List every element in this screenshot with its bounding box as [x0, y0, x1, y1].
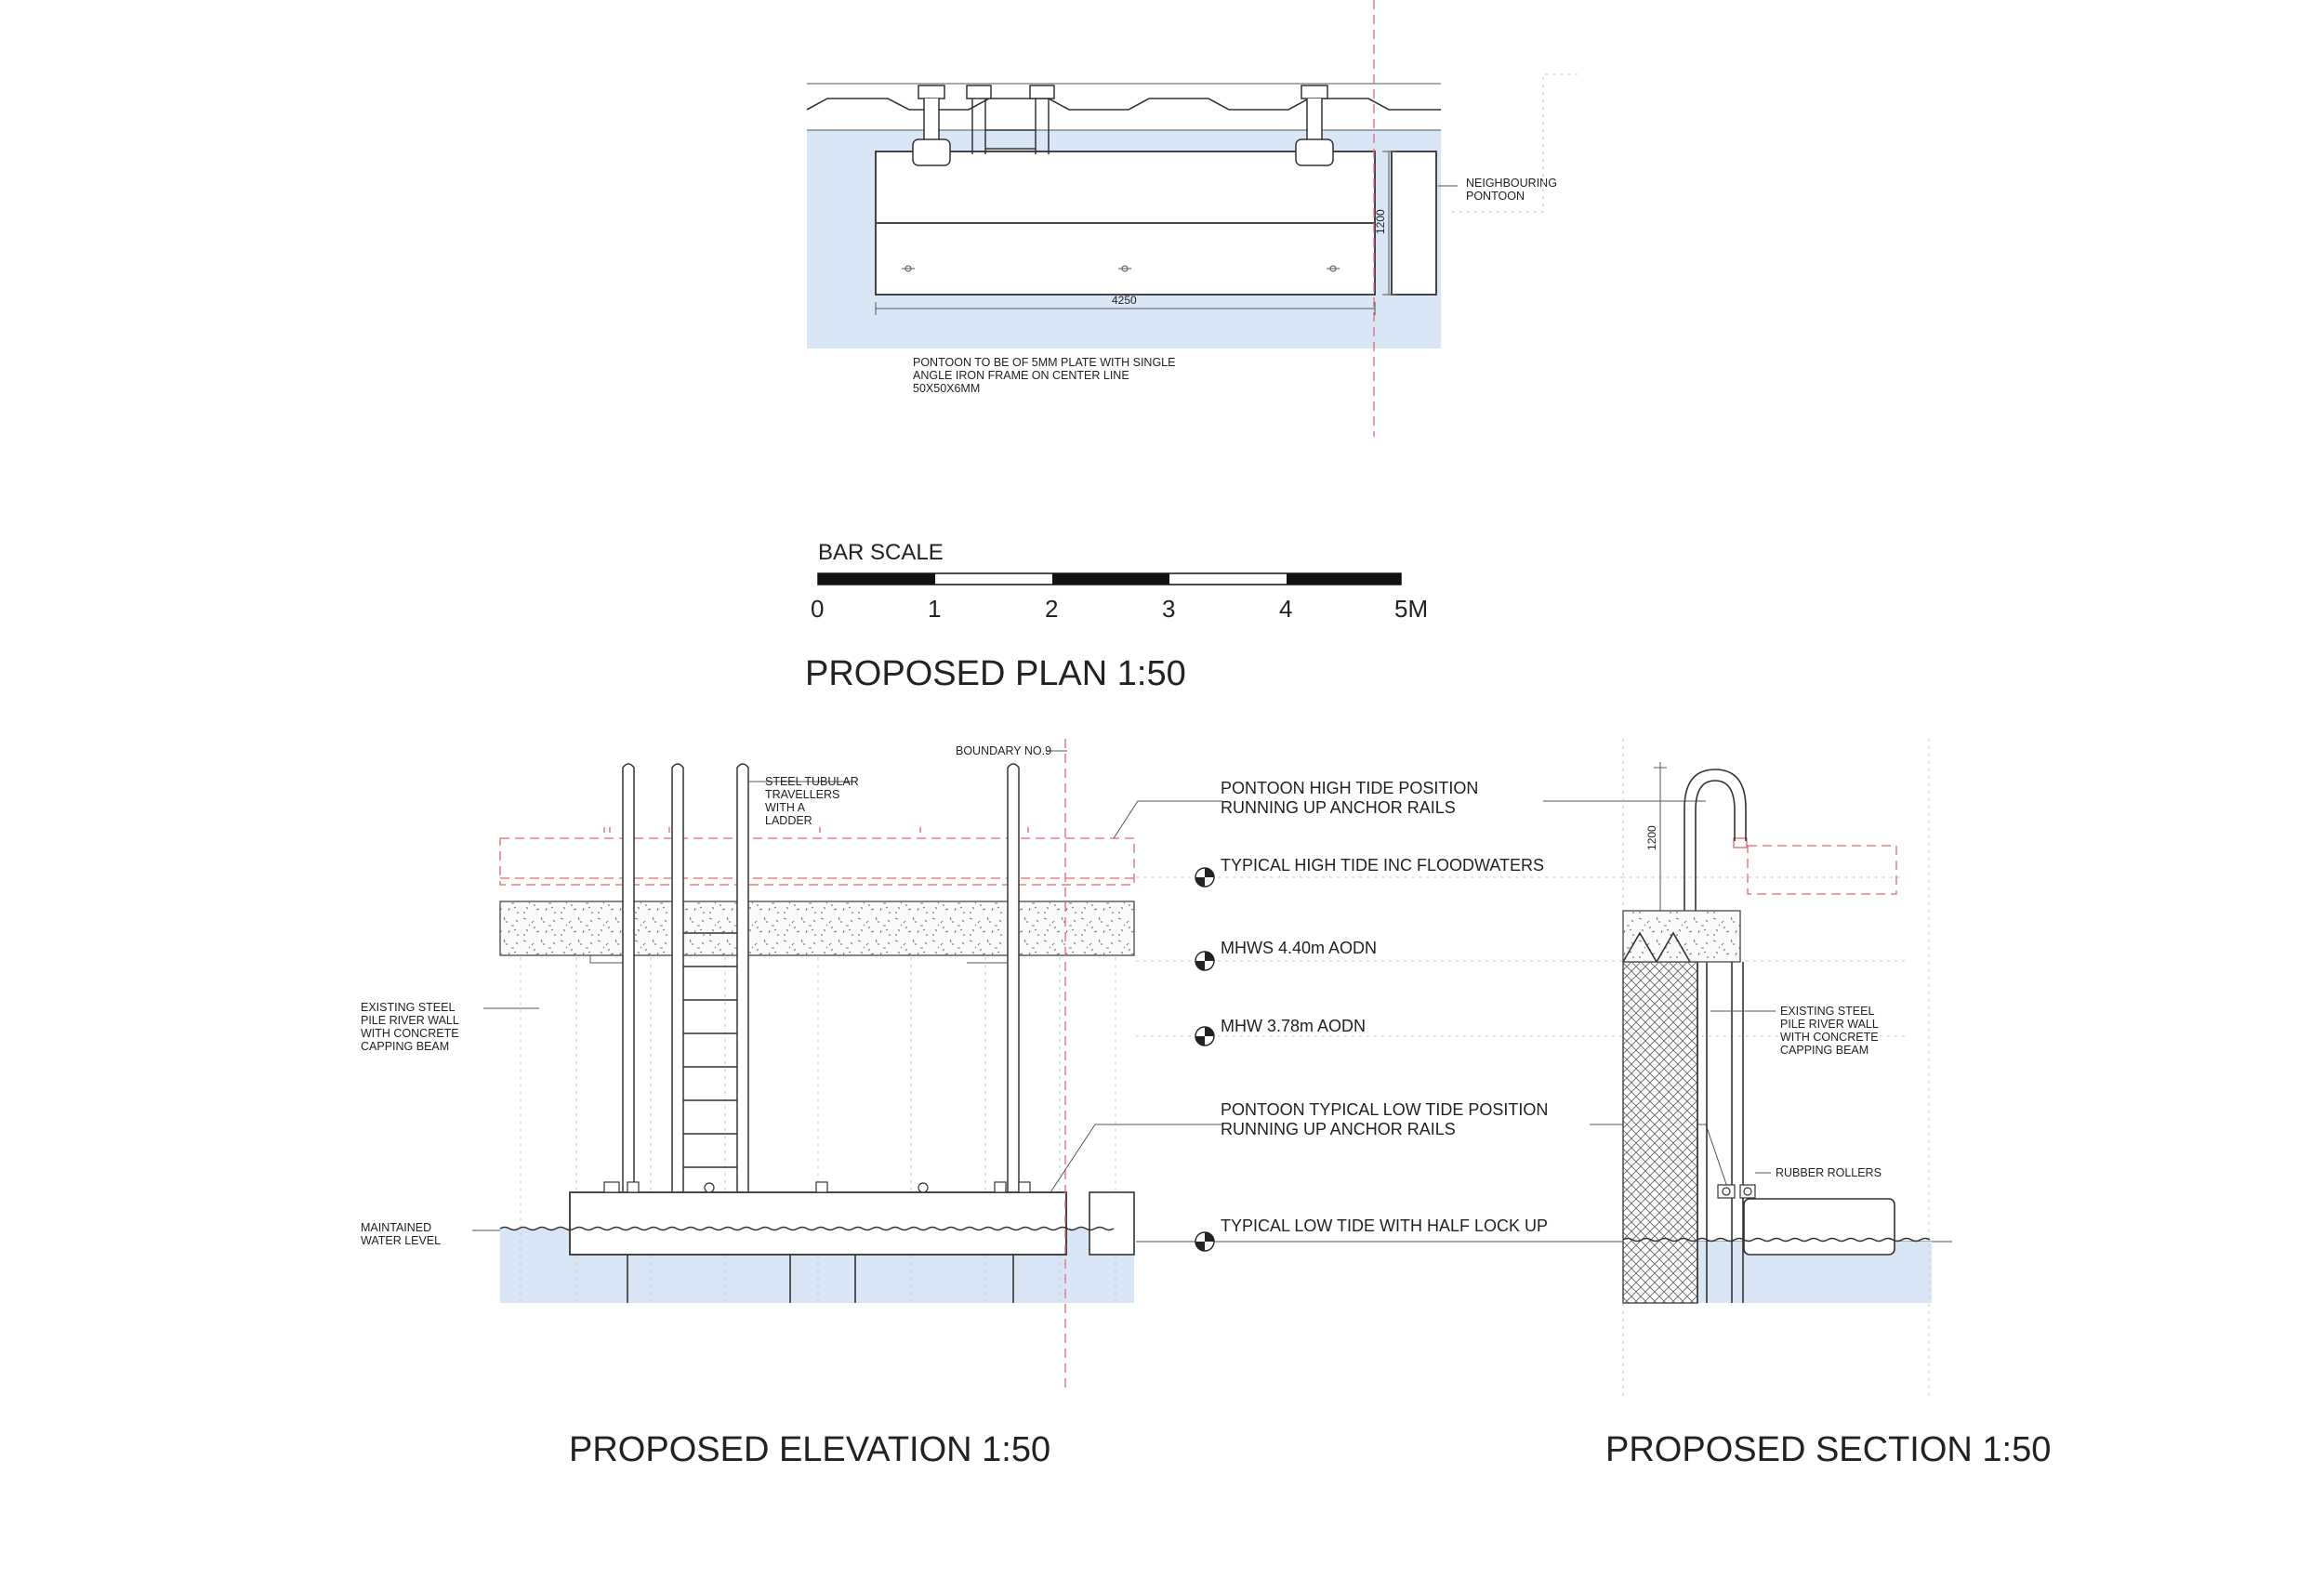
travellers-label-3: WITH A	[765, 801, 806, 814]
plan-bolt-symbols	[902, 265, 1340, 272]
section-title: PROPOSED SECTION 1:50	[1605, 1430, 2051, 1469]
section-wall-label-2: PILE RIVER WALL	[1780, 1018, 1879, 1031]
high-position-leader	[1113, 800, 1222, 839]
elevation-view: BOUNDARY NO.9 STEEL TUBULAR TRAVELLERS W…	[361, 739, 1135, 1389]
water-level-label-2: WATER LEVEL	[361, 1234, 441, 1247]
plan-spec-line-2: ANGLE IRON FRAME ON CENTER LINE	[913, 369, 1129, 382]
bar-scale: BAR SCALE 0 1 2 3 4 5M	[811, 540, 1428, 623]
high-position-label-2: RUNNING UP ANCHOR RAILS	[1221, 798, 1456, 817]
neighbouring-pontoon-label-2: PONTOON	[1466, 190, 1525, 203]
neighbouring-pontoon-label: NEIGHBOURING	[1466, 177, 1557, 190]
plan-neighbouring-pontoon	[1391, 151, 1437, 296]
low-tide-datum-symbol	[1195, 1231, 1215, 1252]
travellers-label-2: TRAVELLERS	[765, 788, 839, 801]
low-position-label-1: PONTOON TYPICAL LOW TIDE POSITION	[1221, 1100, 1548, 1119]
pontoon-fittings	[603, 1181, 1031, 1193]
section-anchor-rail	[1684, 769, 1747, 1303]
section-river-wall	[1622, 961, 1698, 1304]
plan-spec-line-3: 50X50X6MM	[913, 382, 980, 395]
elevation-capping-beam	[499, 901, 1135, 956]
plan-spec-line-1: PONTOON TO BE OF 5MM PLATE WITH SINGLE	[913, 356, 1175, 369]
section-wall-label-3: WITH CONCRETE	[1780, 1031, 1879, 1044]
bar-scale-tick: 3	[1162, 595, 1175, 623]
high-tide-pontoon-outline	[499, 837, 1135, 886]
low-position-label-2: RUNNING UP ANCHOR RAILS	[1221, 1120, 1456, 1138]
plan-length-value: 4250	[1112, 294, 1137, 307]
bar-scale-segment	[1287, 573, 1401, 585]
steel-tubular-travellers	[622, 763, 1020, 1191]
mhw-label: MHW 3.78m AODN	[1221, 1017, 1366, 1035]
elevation-wall-label-1: EXISTING STEEL	[361, 1001, 455, 1014]
travellers-label-1: STEEL TUBULAR	[765, 775, 859, 788]
section-dimension-value: 1200	[1645, 825, 1658, 850]
plan-quay-edge	[806, 98, 1441, 111]
low-tide-label: TYPICAL LOW TIDE WITH HALF LOCK UP	[1221, 1216, 1548, 1235]
plan-title: PROPOSED PLAN 1:50	[805, 654, 1186, 693]
mhws-label: MHWS 4.40m AODN	[1221, 939, 1377, 957]
plan-width-value: 1200	[1374, 209, 1387, 234]
section-wall-label-1: EXISTING STEEL	[1780, 1005, 1874, 1018]
plan-width-dimension: 1200	[1374, 151, 1395, 296]
bar-scale-tick: 0	[811, 595, 824, 623]
section-pontoon	[1743, 1198, 1895, 1256]
plan-view: NEIGHBOURING PONTOON 4250 1200 PONTOON T…	[806, 0, 1580, 437]
section-capping-beam	[1622, 910, 1741, 963]
section-view: 1200 EXISTING STEEL PILE RIVER WALL WITH…	[1622, 739, 1932, 1399]
travellers-label-4: LADDER	[765, 814, 812, 827]
elevation-wall-label-2: PILE RIVER WALL	[361, 1014, 459, 1027]
bar-scale-tick: 4	[1279, 595, 1292, 623]
rubber-rollers	[1717, 1184, 1756, 1199]
bar-scale-tick: 1	[928, 595, 941, 623]
maintained-water-line	[499, 1226, 1115, 1231]
high-position-label-1: PONTOON HIGH TIDE POSITION	[1221, 779, 1478, 797]
elevation-wall-label-3: WITH CONCRETE	[361, 1027, 459, 1040]
bar-scale-tick: 5M	[1394, 595, 1428, 623]
high-tide-datum-symbol	[1195, 867, 1215, 888]
low-position-leader	[1050, 1124, 1222, 1193]
rubber-rollers-label: RUBBER ROLLERS	[1776, 1166, 1882, 1179]
elevation-title: PROPOSED ELEVATION 1:50	[569, 1430, 1050, 1469]
section-wall-label-4: CAPPING BEAM	[1780, 1044, 1868, 1057]
bar-scale-tick: 2	[1045, 595, 1058, 623]
elevation-pontoon	[569, 1191, 1067, 1256]
mhw-datum-symbol	[1195, 1026, 1215, 1046]
high-tide-label: TYPICAL HIGH TIDE INC FLOODWATERS	[1221, 856, 1544, 874]
bar-scale-title: BAR SCALE	[818, 540, 944, 565]
mhws-datum-symbol	[1195, 951, 1215, 971]
bar-scale-segment	[1052, 573, 1169, 585]
plan-traveller-brackets	[912, 85, 1334, 166]
bar-scale-segment	[818, 573, 935, 585]
boundary-label: BOUNDARY NO.9	[956, 744, 1051, 757]
elevation-wall-label-4: CAPPING BEAM	[361, 1040, 449, 1053]
section-high-tide-pontoon	[1747, 845, 1897, 895]
elevation-neighbouring-pontoon	[1089, 1191, 1135, 1256]
section-water-line	[1622, 1237, 1931, 1243]
tide-level-annotations: PONTOON HIGH TIDE POSITION RUNNING UP AN…	[1050, 779, 1952, 1252]
water-level-label-1: MAINTAINED	[361, 1221, 431, 1234]
high-tide-bolt-marks	[603, 827, 1029, 833]
plan-length-dimension: 4250	[875, 294, 1376, 315]
